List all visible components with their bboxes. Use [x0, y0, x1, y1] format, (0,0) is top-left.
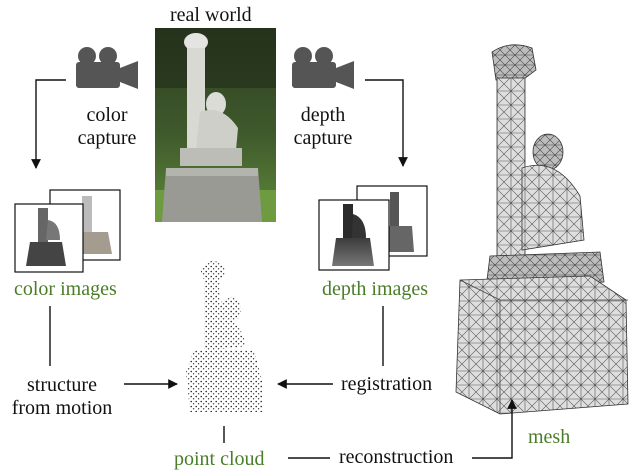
camera-icon [292, 47, 354, 89]
arrow-depth-capture [365, 79, 408, 167]
arrow-reconstruction-to-mesh [472, 399, 517, 459]
camera-icon [76, 47, 138, 89]
color-capture-line1: color [86, 104, 128, 126]
color-images-label: color images [14, 278, 117, 300]
sfm-label: structure from motion [2, 374, 122, 420]
depth-capture-line2: capture [293, 127, 353, 149]
color-capture-line2: capture [77, 127, 137, 149]
real-world-photo [155, 28, 276, 222]
mesh-render [455, 44, 629, 415]
color-images-stack [14, 189, 121, 273]
color-capture-label: color capture [72, 104, 142, 150]
point-cloud-label: point cloud [174, 448, 265, 470]
arrow-color-capture [31, 79, 66, 169]
real-world-label: real world [170, 4, 252, 26]
depth-images-label: depth images [322, 278, 429, 300]
reconstruction-label: reconstruction [339, 446, 454, 468]
mesh-label: mesh [528, 426, 571, 448]
sfm-line2: from motion [11, 397, 113, 419]
depth-images-stack [318, 185, 428, 271]
depth-capture-label: depth capture [288, 104, 358, 150]
registration-label: registration [341, 373, 433, 395]
point-cloud-render [186, 261, 262, 412]
depth-capture-line1: depth [300, 104, 346, 126]
sfm-line1: structure [27, 374, 97, 396]
